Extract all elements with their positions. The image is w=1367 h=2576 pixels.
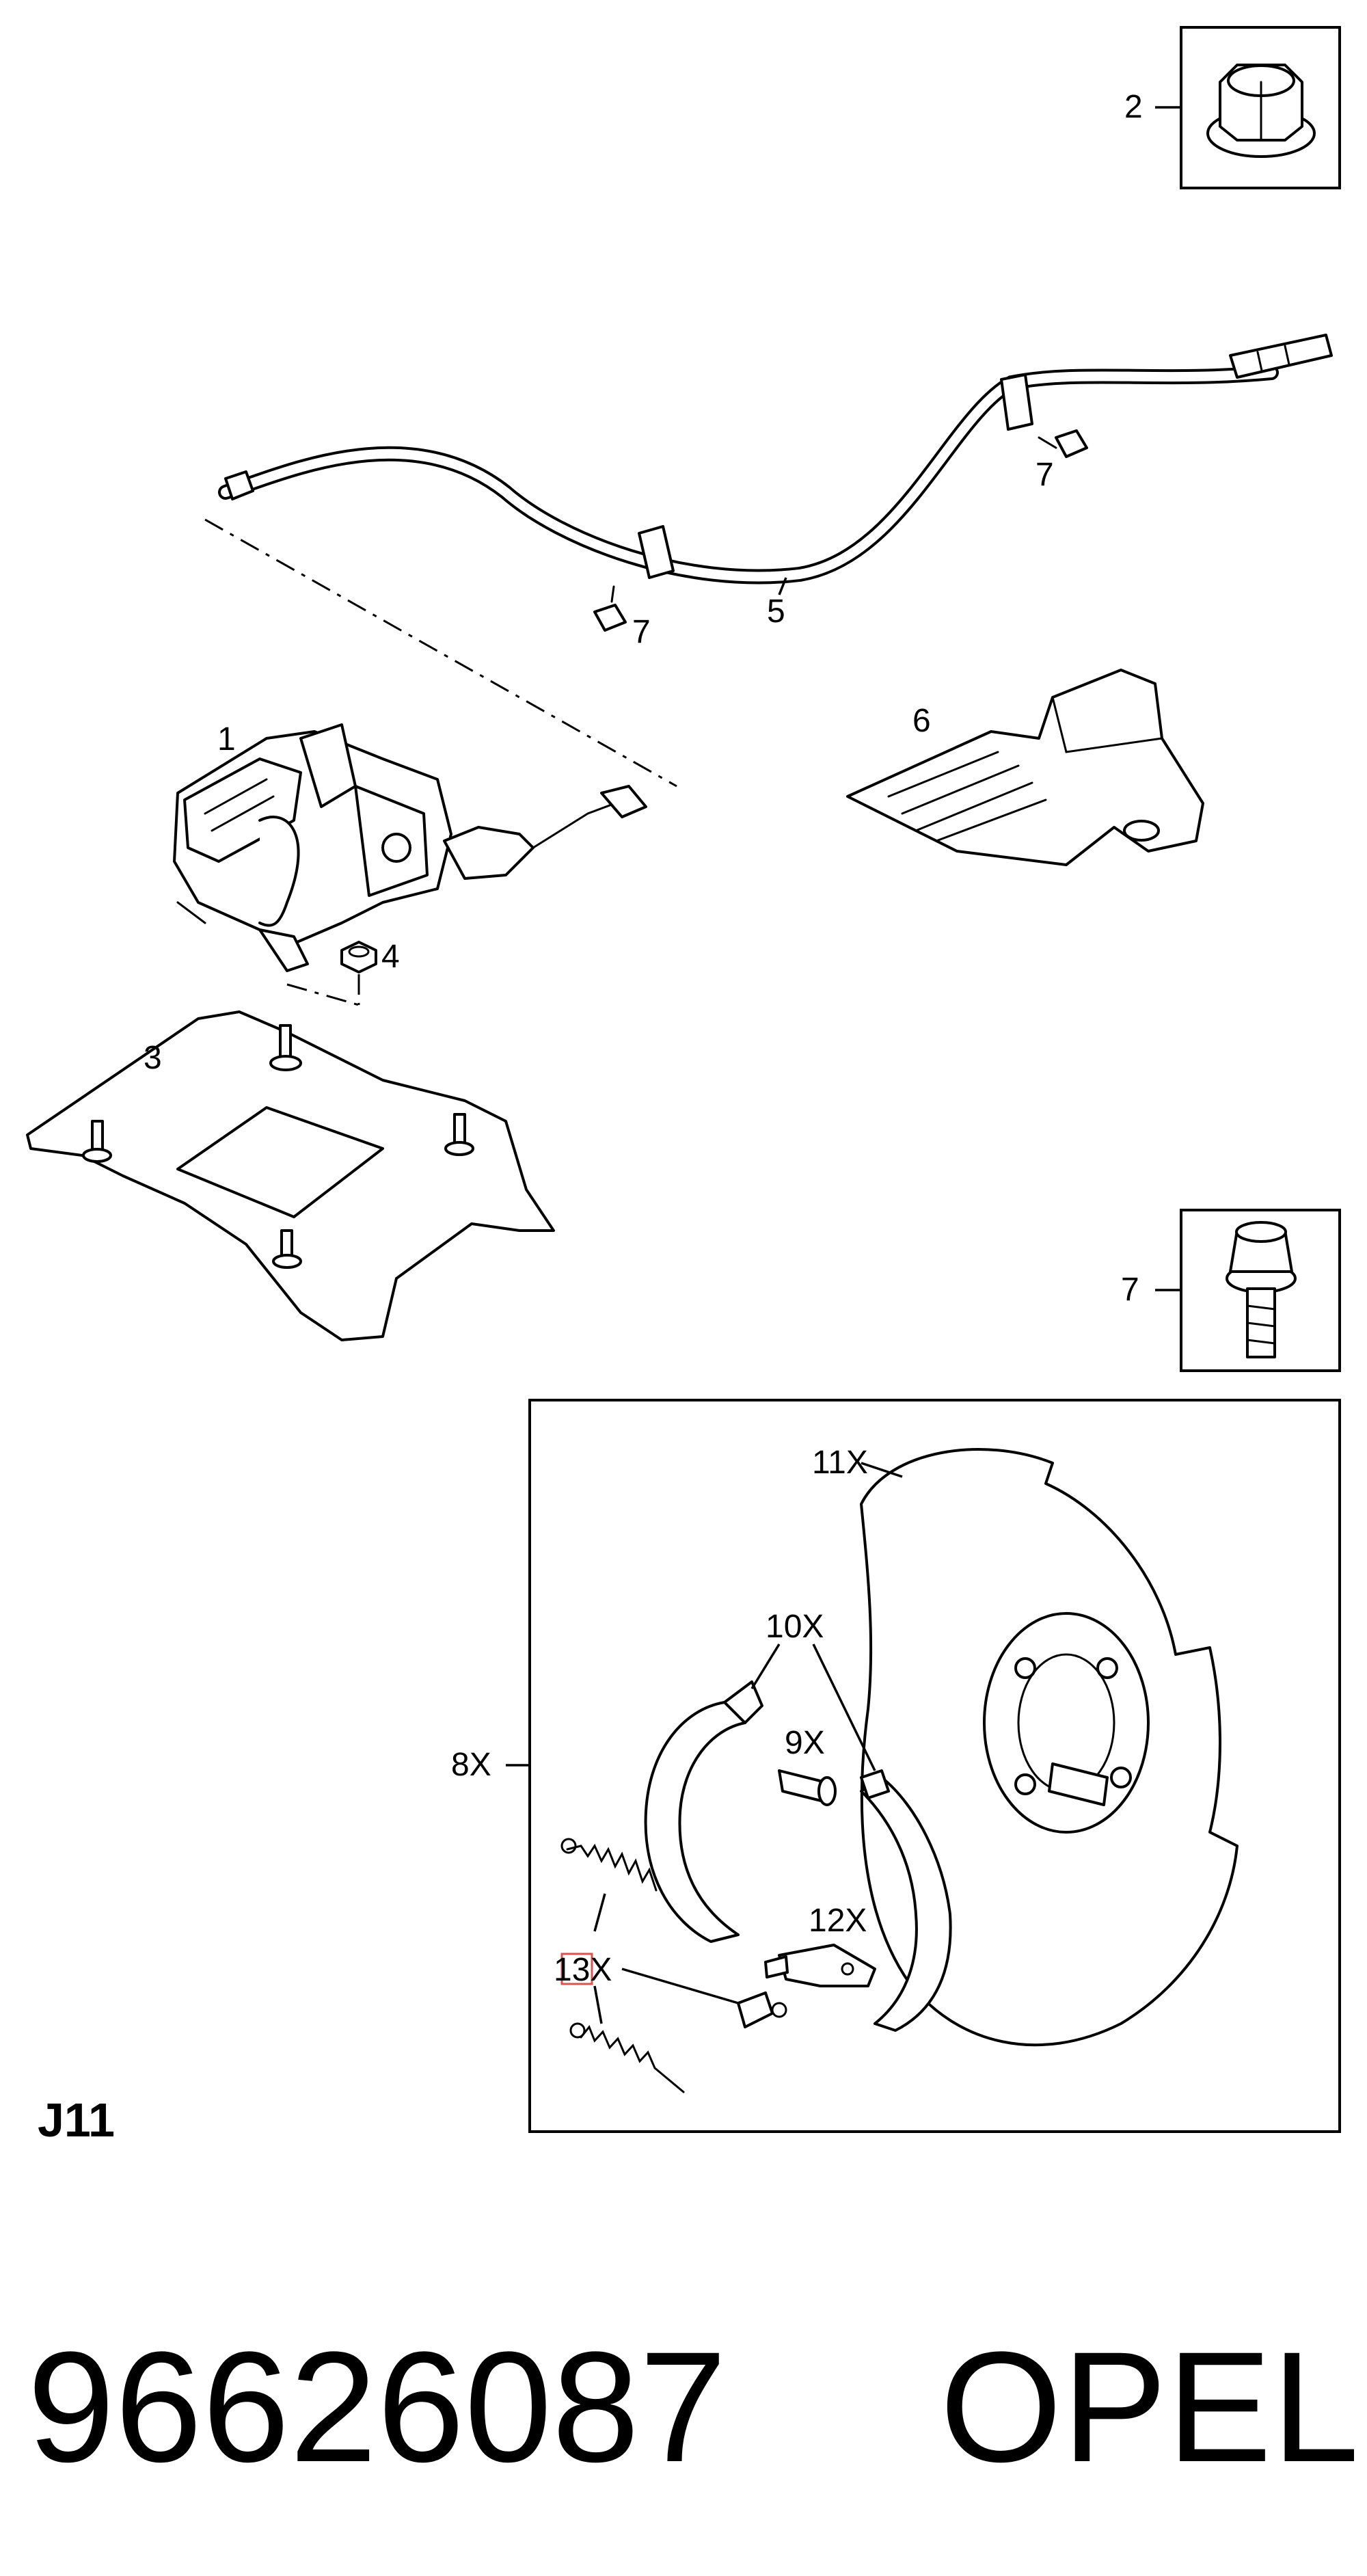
- part-3-mounting-bracket: 3: [26, 1010, 555, 1341]
- callout-10X: 10X: [766, 1609, 824, 1645]
- brake-shoe-kit-box: 8X 11X 10X 9X: [451, 1399, 1341, 2133]
- brand-name: OPEL: [940, 2319, 1359, 2495]
- part-6-heat-shield: 6: [846, 669, 1204, 866]
- part-7-bolt-lower: 7: [593, 585, 651, 650]
- part-4-nut: 4: [286, 939, 400, 1006]
- diagram-code: J11: [38, 2093, 115, 2147]
- callout-3: 3: [144, 1040, 162, 1076]
- callout-7-inset: 7: [1121, 1272, 1139, 1308]
- callout-5: 5: [767, 593, 785, 630]
- callout-1: 1: [217, 721, 236, 757]
- part-7-inset-box: 7: [1121, 1209, 1341, 1372]
- part-7-bolt-upper: 7: [1036, 429, 1088, 493]
- callout-2: 2: [1124, 89, 1143, 125]
- callout-11X: 11X: [812, 1445, 868, 1481]
- part-10X-brake-shoes: 10X: [644, 1609, 952, 2032]
- part-number: 96626087: [27, 2319, 727, 2495]
- callout-13X: 13X: [554, 1952, 612, 1988]
- part-11X-backing-plate: 11X: [812, 1445, 1239, 2047]
- part-2-inset-box: 2: [1124, 26, 1341, 189]
- callout-7-upper: 7: [1036, 457, 1054, 493]
- callout-8X: 8X: [451, 1747, 491, 1783]
- callout-7-lower: 7: [632, 614, 651, 650]
- callout-9X: 9X: [785, 1725, 825, 1761]
- callout-12X: 12X: [809, 1903, 867, 1939]
- part-13X-springs: 13X: [554, 1838, 787, 2093]
- flange-nut-icon: [1206, 64, 1316, 158]
- highlight-box: [560, 1953, 593, 1985]
- part-1-brake-lever-assembly: 1: [173, 721, 647, 972]
- callout-6: 6: [912, 703, 931, 739]
- callout-4: 4: [381, 939, 400, 975]
- flange-bolt-icon: [1226, 1221, 1297, 1358]
- part-12X-lever: 12X: [764, 1903, 876, 1987]
- part-5-brake-cable: 5: [204, 334, 1333, 788]
- part-9X-adjuster: 9X: [778, 1725, 837, 1806]
